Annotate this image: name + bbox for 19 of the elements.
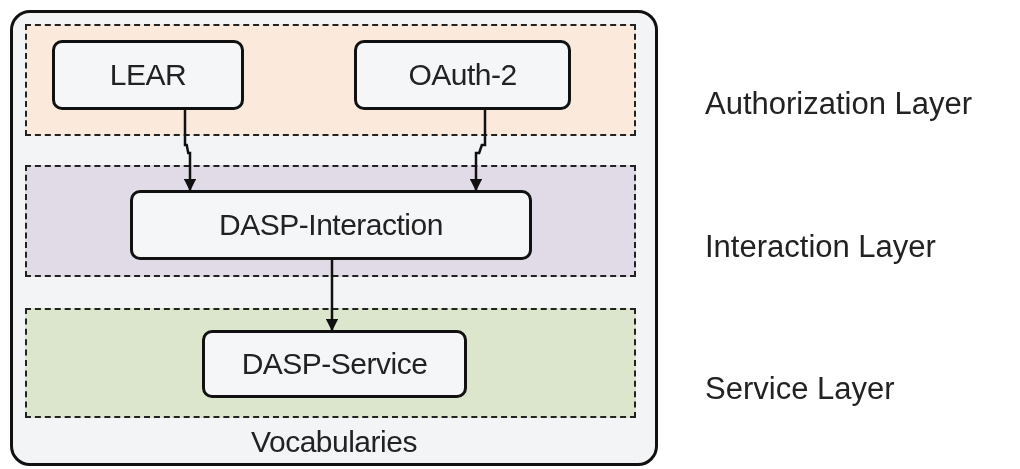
layer-band <box>25 24 636 136</box>
container-title: Vocabularies <box>250 425 418 459</box>
node-label: LEAR <box>109 58 187 92</box>
layer-band <box>25 308 636 418</box>
node-label: DASP-Service <box>241 347 428 381</box>
arrow <box>183 110 197 192</box>
layer-label: Service Layer <box>705 371 895 407</box>
arrow <box>325 260 339 332</box>
process-box <box>52 40 244 110</box>
container-box <box>10 10 658 466</box>
arrow <box>469 110 487 192</box>
node-label: OAuth-2 <box>408 58 517 92</box>
node-label: DASP-Interaction <box>219 208 443 242</box>
process-box <box>202 330 467 398</box>
layer-label: Authorization Layer <box>705 86 973 122</box>
process-box <box>354 40 571 110</box>
layer-label: Interaction Layer <box>705 229 936 265</box>
layer-band <box>25 165 636 277</box>
process-box <box>130 190 532 260</box>
